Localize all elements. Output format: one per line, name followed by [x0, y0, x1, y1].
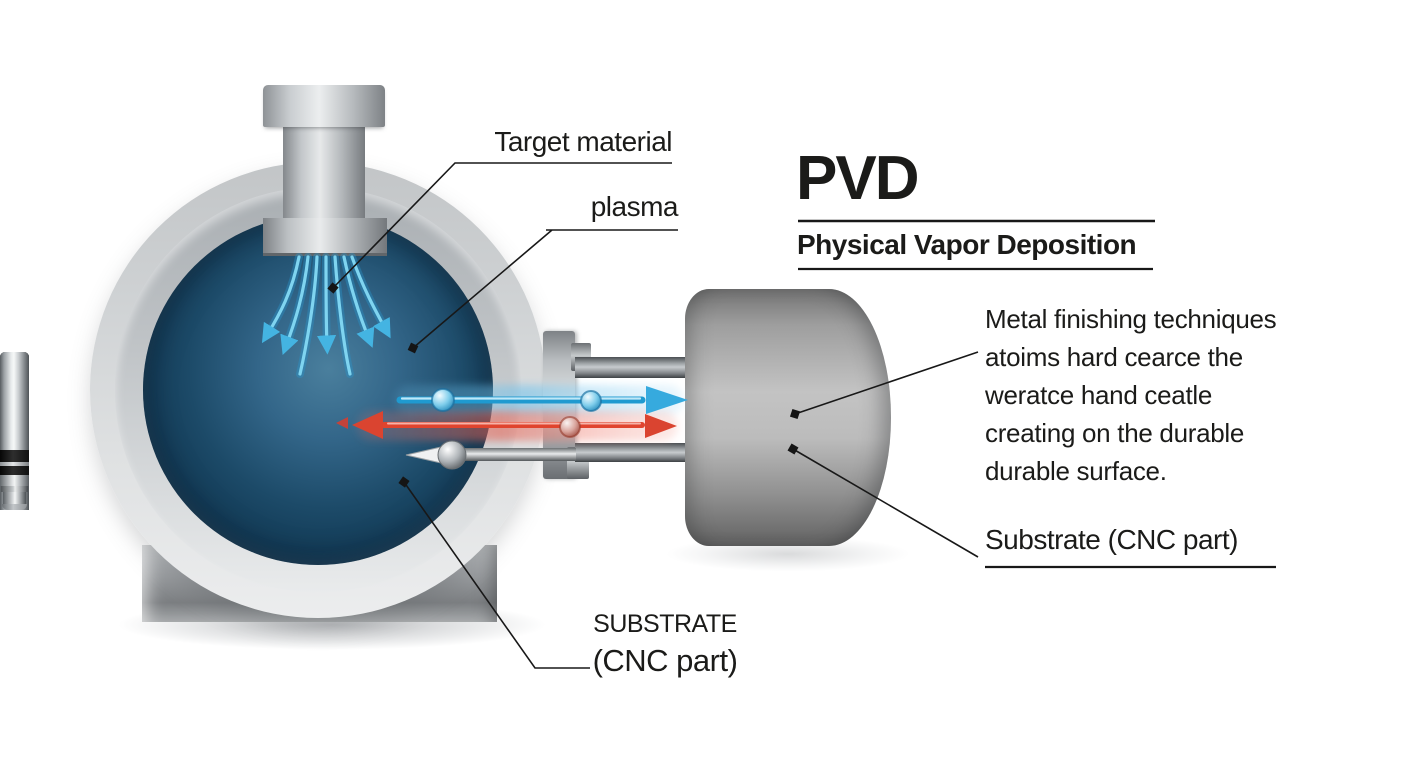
label-substrate-caps-line1: SUBSTRATE [593, 610, 737, 638]
red-arrow-left-icon [352, 411, 383, 439]
description-line: weratce hand ceatle [985, 380, 1213, 410]
pin-metal-ring [0, 462, 29, 466]
pin-tip-cap [2, 504, 27, 510]
red-arrow-right-icon [645, 414, 677, 438]
description-paragraph: Metal finishing techniques atoims hard c… [985, 300, 1335, 490]
probe-ball-joint [437, 440, 467, 470]
red-spark-icon [336, 417, 348, 429]
label-substrate-caps: SUBSTRATE (CNC part) [565, 610, 765, 678]
particle-sphere-red [559, 416, 581, 438]
pin-step-ring [1, 486, 28, 492]
substrate-pin [0, 352, 29, 510]
description-line: atoims hard cearce the [985, 342, 1243, 372]
support-rod-bottom [575, 443, 689, 462]
description-line: durable surface. [985, 456, 1167, 486]
blue-arrow-icon [646, 386, 688, 414]
description-line: creating on the durable [985, 418, 1245, 448]
pin-tip [3, 492, 26, 504]
label-plasma: plasma [590, 191, 679, 222]
pin-black-band [0, 450, 29, 462]
page-title: PVD [796, 144, 919, 213]
particle-sphere [580, 390, 602, 412]
particle-sphere [431, 388, 455, 412]
probe-rod [458, 448, 576, 461]
pin-lower-body [0, 475, 29, 486]
probe-tip [405, 446, 442, 464]
pin-black-band [0, 466, 29, 475]
support-rod-top [575, 357, 689, 378]
target-holder-flange [263, 85, 385, 127]
description-line: Metal finishing techniques [985, 304, 1277, 334]
page-subtitle: Physical Vapor Deposition [797, 229, 1137, 260]
label-target-material: Target material [494, 126, 672, 157]
label-substrate-caps-line2: (CNC part) [592, 643, 738, 678]
label-substrate-part: Substrate (CNC part) [985, 524, 1238, 555]
